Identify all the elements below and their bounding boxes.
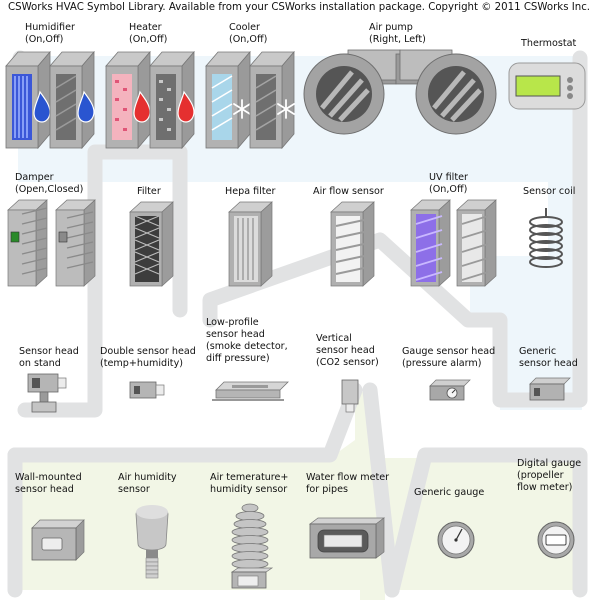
library-header: CSWorks HVAC Symbol Library. Available f… — [8, 2, 591, 13]
air-humidity-sensor-icon[interactable] — [130, 500, 174, 582]
hepa-filter-label: Hepa filter — [225, 186, 276, 197]
cooler-label: Cooler(On,Off) — [229, 22, 268, 45]
air-temp-humidity-sensor-icon[interactable] — [226, 502, 274, 590]
generic-gauge-label: Generic gauge — [414, 487, 485, 498]
damper-label: Damper(Open,Closed) — [15, 172, 84, 195]
double-sensor-head-label: Double sensor head(temp+humidity) — [100, 346, 196, 369]
hepa-filter-icon[interactable] — [226, 200, 276, 290]
damper-icon[interactable] — [5, 198, 97, 290]
cooler-icon[interactable] — [204, 48, 296, 152]
low-profile-sensor-icon[interactable] — [212, 380, 290, 404]
double-sensor-head-icon[interactable] — [128, 378, 168, 402]
uv-filter-label: UV filter(On,Off) — [429, 172, 468, 195]
heater-icon[interactable] — [104, 48, 196, 152]
air-temperature-humidity-sensor-label: Air temerature+humidity sensor — [210, 472, 289, 495]
sensor-head-stand-icon[interactable] — [26, 372, 72, 414]
sensor-coil-icon[interactable] — [526, 208, 566, 278]
air-flow-sensor-icon[interactable] — [328, 200, 378, 290]
generic-gauge-icon[interactable] — [436, 520, 476, 560]
filter-label: Filter — [137, 186, 161, 197]
thermostat-icon[interactable] — [508, 62, 586, 110]
uv-filter-icon[interactable] — [408, 198, 500, 290]
generic-sensor-head-icon[interactable] — [528, 376, 572, 402]
water-flow-meter-icon[interactable] — [306, 516, 386, 560]
humidifier-icon[interactable] — [4, 48, 96, 152]
gauge-sensor-head-label: Gauge sensor head(pressure alarm) — [402, 346, 496, 369]
air-pump-label: Air pump(Right, Left) — [369, 22, 426, 45]
air-pump-icon[interactable] — [300, 46, 505, 138]
heater-label: Heater(On,Off) — [129, 22, 168, 45]
digital-gauge-icon[interactable] — [536, 520, 576, 560]
air-flow-sensor-label: Air flow sensor — [313, 186, 384, 197]
vertical-sensor-head-icon[interactable] — [340, 378, 362, 414]
sensor-coil-label: Sensor coil — [523, 186, 576, 197]
wall-mounted-sensor-icon[interactable] — [30, 518, 86, 562]
humidifier-label: Humidifier(On,Off) — [25, 22, 75, 45]
thermostat-label: Thermostat — [521, 38, 577, 49]
gauge-sensor-head-icon[interactable] — [428, 378, 472, 402]
filter-icon[interactable] — [127, 200, 177, 290]
